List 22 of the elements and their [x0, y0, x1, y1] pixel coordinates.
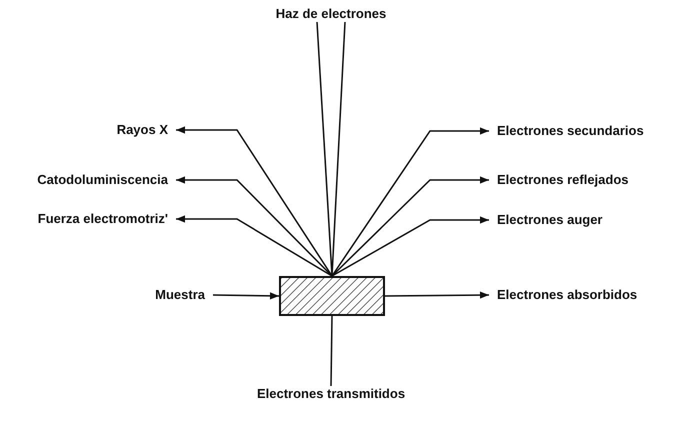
text-label: Electrones secundarios [489, 123, 652, 139]
arrow [385, 291, 489, 299]
hatched-sample-block [279, 276, 385, 316]
text-label: Rayos X [108, 122, 176, 138]
arrow [176, 126, 333, 276]
arrow [176, 176, 333, 277]
text-label: Electrones auger [489, 212, 610, 228]
text-label: Electrones reflejados [489, 172, 636, 188]
arrow [331, 127, 489, 276]
text-label: Haz de electrones [268, 6, 394, 22]
text-label: Fuerza electromotriz' [30, 211, 176, 227]
line [316, 22, 333, 276]
text-label: Electrones absorbidos [489, 287, 646, 303]
arrow [176, 215, 332, 277]
arrow [332, 216, 489, 277]
arrow [331, 176, 489, 277]
arrow [212, 292, 280, 300]
line [330, 316, 333, 386]
text-label: Muestra [147, 287, 213, 303]
text-label: Catodoluminiscencia [29, 172, 176, 188]
line [331, 22, 346, 276]
text-label: Electrones transmitidos [248, 386, 414, 402]
